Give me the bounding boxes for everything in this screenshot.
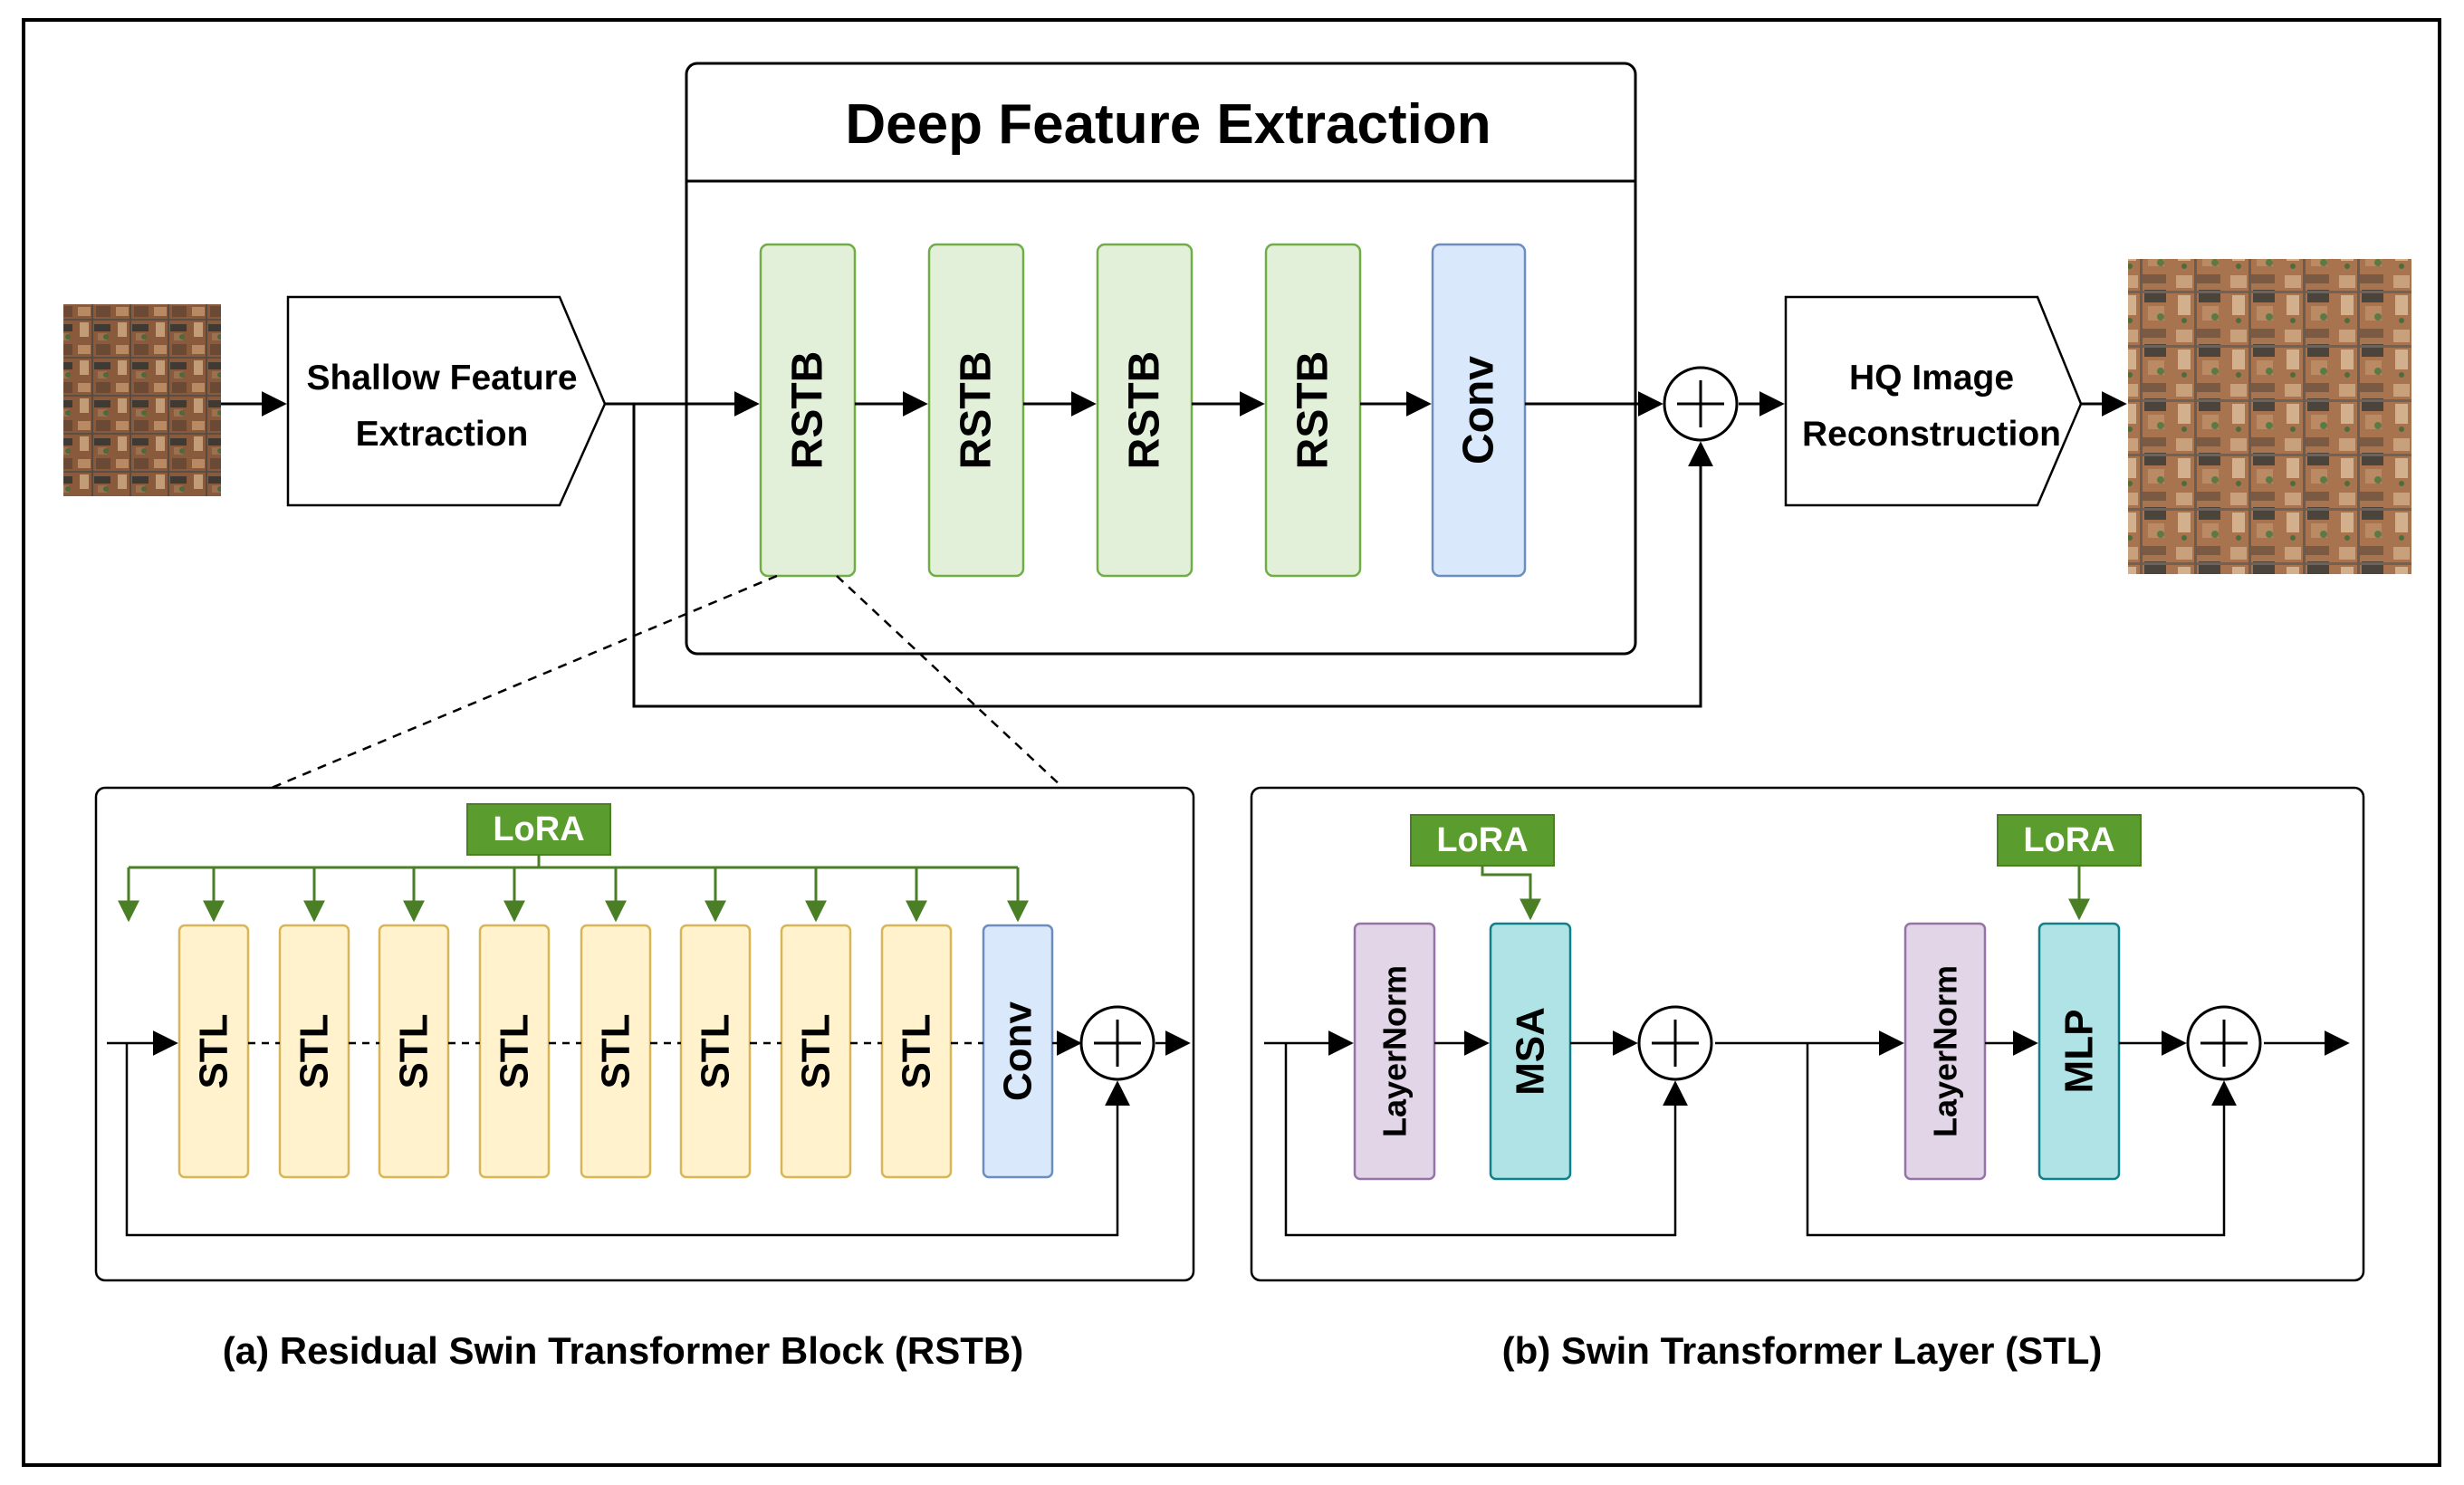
stl-block-2-label: STL [292, 1013, 337, 1088]
stl-panel-caption: (b) Swin Transformer Layer (STL) [1502, 1329, 2103, 1372]
shallow-feature-label-line2: Extraction [356, 415, 529, 454]
rstb-block-3 [1096, 243, 1194, 578]
stl-sum-node-2 [2186, 1005, 2262, 1081]
rstb-block-3-label: RSTB [1121, 351, 1169, 470]
rstb-block-1-label: RSTB [784, 351, 832, 470]
stl-block-6-label: STL [694, 1013, 738, 1088]
stl-block-7-label: STL [794, 1013, 839, 1088]
layernorm-block-2-label: LayerNorm [1927, 965, 1964, 1137]
stl-block-3 [378, 924, 450, 1179]
deep-conv-block-label: Conv [1455, 356, 1503, 465]
mlp-block [2037, 922, 2121, 1181]
layernorm-block-1-label: LayerNorm [1376, 965, 1414, 1137]
rstb-block-2 [927, 243, 1025, 578]
mlp-lora-box [1997, 814, 2142, 867]
rstb-panel-caption: (a) Residual Swin Transformer Block (RST… [223, 1329, 1024, 1372]
msa-block [1489, 922, 1572, 1181]
input-low-resolution-image [63, 304, 221, 496]
top-pipeline-arrows [221, 391, 2127, 708]
mlp-block-label: MLP [2057, 1010, 2102, 1094]
rstb-lora-distribution [118, 855, 1029, 923]
stl-block-8 [880, 924, 953, 1179]
zoom-line-left [271, 574, 778, 790]
stl-block-4-label: STL [493, 1013, 537, 1088]
outer-border [22, 18, 2441, 1467]
stl-block-2 [278, 924, 350, 1179]
msa-lora-label: LoRA [1436, 821, 1528, 859]
rstb-conv-block-label: Conv [996, 1001, 1040, 1101]
layernorm-block-1 [1353, 922, 1436, 1181]
rstb-panel-connections [107, 1030, 1191, 1237]
global-skip-connection [632, 404, 1713, 708]
stl-lora-arrows [1481, 866, 2090, 921]
msa-block-label: MSA [1509, 1007, 1553, 1096]
rstb-sum-node [1079, 1005, 1155, 1081]
rstb-block-2-label: RSTB [953, 351, 1001, 470]
stl-panel-connections [1264, 1030, 2350, 1237]
stl-block-5-label: STL [594, 1013, 638, 1088]
rstb-block-1 [759, 243, 857, 578]
stl-block-6 [679, 924, 752, 1179]
rstb-lora-label: LoRA [493, 810, 584, 848]
rstb-block-4 [1264, 243, 1362, 578]
stl-sum-node-1 [1637, 1005, 1713, 1081]
deep-feature-title: Deep Feature Extraction [845, 93, 1491, 156]
mlp-lora-label: LoRA [2023, 821, 2114, 859]
hq-reconstruction-label-line2: Reconstruction [1802, 415, 2061, 454]
rstb-block-4-label: RSTB [1290, 351, 1337, 470]
top-sum-node [1663, 366, 1739, 442]
layernorm-block-2 [1903, 922, 1987, 1181]
output-high-resolution-image [2128, 259, 2411, 574]
stl-block-3-label: STL [392, 1013, 436, 1088]
stl-block-8-label: STL [895, 1013, 939, 1088]
rstb-lora-box [466, 803, 611, 856]
stl-block-5 [580, 924, 652, 1179]
stl-block-4 [478, 924, 551, 1179]
stl-block-7 [780, 924, 852, 1179]
shallow-feature-extraction-block [286, 295, 607, 507]
rstb-conv-block [982, 924, 1054, 1179]
shallow-feature-label-line1: Shallow Feature [306, 359, 577, 398]
deep-feature-blocks: RSTB RSTB RSTB RSTB Conv [759, 243, 1527, 578]
zoom-line-right [836, 575, 1064, 789]
hq-reconstruction-label-line1: HQ Image [1849, 359, 2014, 398]
rstb-stl-blocks: STL STL STL STL STL STL STL STL Conv [177, 924, 1054, 1179]
hq-image-reconstruction-block [1784, 295, 2083, 507]
stl-block-1-label: STL [192, 1013, 236, 1088]
deep-conv-block [1431, 243, 1527, 578]
stl-block-1 [177, 924, 250, 1179]
